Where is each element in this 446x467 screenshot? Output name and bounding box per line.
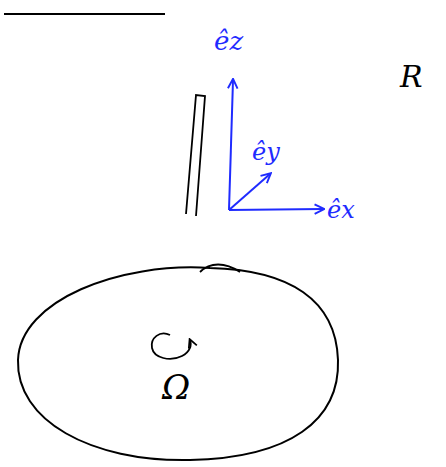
body-outline <box>18 267 338 460</box>
rotation-arrow <box>152 333 191 358</box>
underline <box>4 13 165 15</box>
rotation-label: Ω <box>162 370 190 404</box>
pole <box>186 95 205 216</box>
partial-letter: R <box>400 62 423 92</box>
base-mark <box>200 265 240 273</box>
axis-label: êy <box>252 140 280 164</box>
axis-label: êx <box>327 198 355 222</box>
axes <box>229 80 323 210</box>
axis-label: êz <box>214 28 243 54</box>
